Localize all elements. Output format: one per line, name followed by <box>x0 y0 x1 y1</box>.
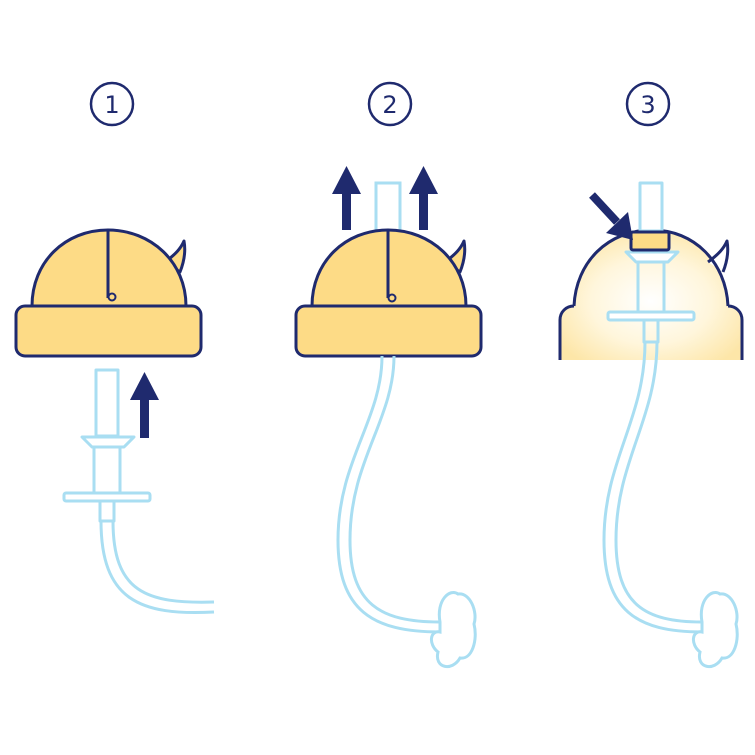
step-3-number-badge: 3 <box>625 81 671 127</box>
step-3-seal-marker <box>629 230 671 252</box>
step-1: 1 <box>14 81 215 615</box>
step-2: 2 <box>294 81 483 668</box>
step-2-number-badge: 2 <box>367 81 413 127</box>
step-2-up-arrow-right <box>409 166 438 230</box>
step-1-tube <box>99 520 215 615</box>
step-1-cap <box>14 228 203 358</box>
step-1-up-arrow <box>130 372 159 438</box>
step-2-tube <box>336 355 441 634</box>
step-2-number: 2 <box>382 91 397 119</box>
step-2-cap <box>294 228 483 358</box>
step-3-cap <box>558 228 744 360</box>
step-1-valve <box>62 368 152 523</box>
step-1-number: 1 <box>104 91 119 119</box>
step-1-number-badge: 1 <box>89 81 135 127</box>
step-2-balloon <box>430 591 477 668</box>
step-3-tube <box>602 341 703 634</box>
step-3: 3 <box>558 81 744 668</box>
step-3-valve <box>606 181 696 344</box>
step-3-balloon <box>692 591 739 668</box>
step-2-up-arrow-left <box>332 166 361 230</box>
step-3-pointer-arrow <box>589 192 633 240</box>
step-3-number: 3 <box>640 91 655 119</box>
